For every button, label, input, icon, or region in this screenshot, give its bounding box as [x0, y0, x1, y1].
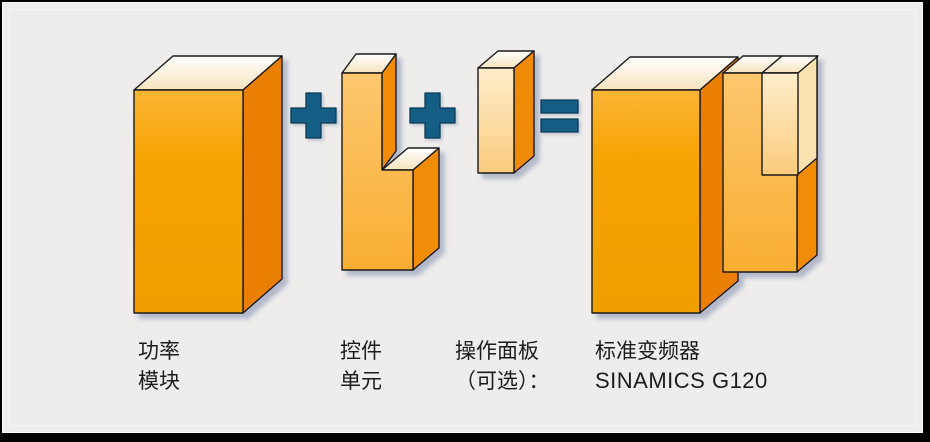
control-unit-label-line2: 单元 [340, 369, 382, 393]
control-unit-step-side-face [412, 147, 440, 271]
power-module-label: 功率 模块 [138, 336, 180, 396]
inverter-assembly-shape [591, 55, 819, 314]
inverter-panel-front-face [761, 72, 799, 176]
operator-panel-label: 操作面板 （可选）： [455, 336, 550, 396]
equals-bar-top [540, 99, 579, 114]
power-module-front-face [133, 89, 244, 314]
plus-icon-1 [290, 92, 337, 139]
plus-icon [409, 92, 456, 139]
inverter-panel-side-face [796, 55, 818, 176]
operator-panel-label-line1: 操作面板 [455, 339, 539, 363]
control-unit-label: 控件 单元 [340, 336, 382, 396]
power-module-label-line2: 模块 [138, 369, 180, 393]
operator-panel-side-face [513, 50, 535, 174]
inverter-label-line2: SINAMICS G120 [595, 368, 768, 393]
inverter-label: 标准变频器 SINAMICS G120 [595, 336, 768, 396]
equals-icon [540, 99, 579, 133]
power-module-label-line1: 功率 [138, 339, 180, 363]
control-unit-shape [341, 53, 440, 271]
control-unit-front-face [341, 72, 414, 271]
operator-panel-front-face [477, 67, 515, 174]
inverter-power-front-face [591, 89, 701, 314]
operator-panel-label-line2: （可选）： [455, 369, 550, 393]
plus-icon [290, 92, 337, 139]
inverter-label-line1: 标准变频器 [595, 339, 700, 363]
control-unit-side-face [381, 53, 397, 171]
power-module-side-face [242, 55, 283, 314]
control-unit-label-line1: 控件 [340, 339, 382, 363]
plus-icon-2 [409, 92, 456, 139]
equals-bar-bottom [540, 118, 579, 133]
operator-panel-shape [477, 50, 535, 174]
power-module-shape [133, 55, 283, 314]
